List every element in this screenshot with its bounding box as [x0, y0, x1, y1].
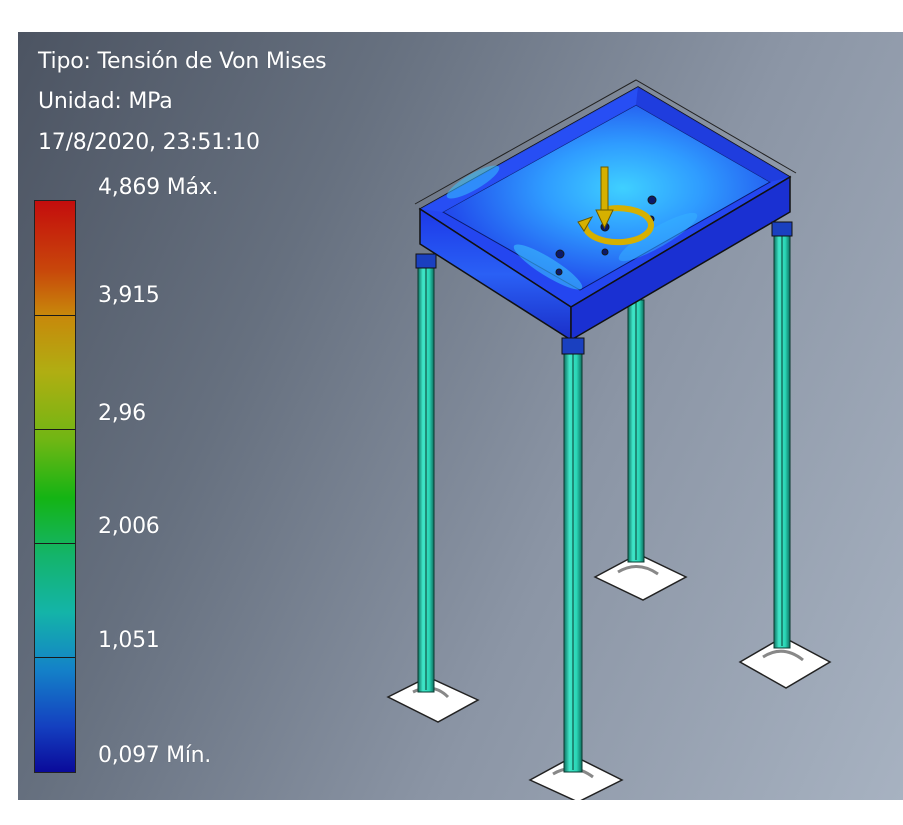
fixed-support-icon [593, 553, 688, 601]
color-legend-bar [34, 200, 76, 773]
bolt-hole [555, 249, 565, 259]
force-arrow-icon [595, 166, 614, 230]
leg [563, 351, 583, 773]
leg [627, 299, 645, 563]
legend-tick-label: 1,051 [98, 628, 160, 653]
viewport-margin [0, 800, 903, 825]
result-type-label: Tipo: Tensión de Von Mises [38, 49, 327, 74]
legend-max-label: 4,869 Máx. [98, 175, 219, 200]
stress-model[interactable] [18, 32, 903, 800]
legend-tick-label: 3,915 [98, 283, 160, 308]
bolt-hole [647, 195, 657, 205]
unit-label: Unidad: MPa [38, 89, 173, 114]
legend-tick-label: 2,006 [98, 514, 160, 539]
fixed-support-icon [738, 636, 832, 689]
leg [417, 261, 435, 693]
graphics-viewport[interactable]: Tipo: Tensión de Von Mises Unidad: MPa 1… [18, 32, 903, 800]
moment-icon [577, 205, 654, 246]
bolt-hole [601, 248, 609, 256]
bolt-hole [555, 268, 563, 276]
timestamp-label: 17/8/2020, 23:51:10 [38, 130, 260, 155]
legend-tick-label: 2,96 [98, 401, 146, 426]
legend-min-label: 0,097 Mín. [98, 743, 212, 768]
leg [773, 229, 791, 649]
